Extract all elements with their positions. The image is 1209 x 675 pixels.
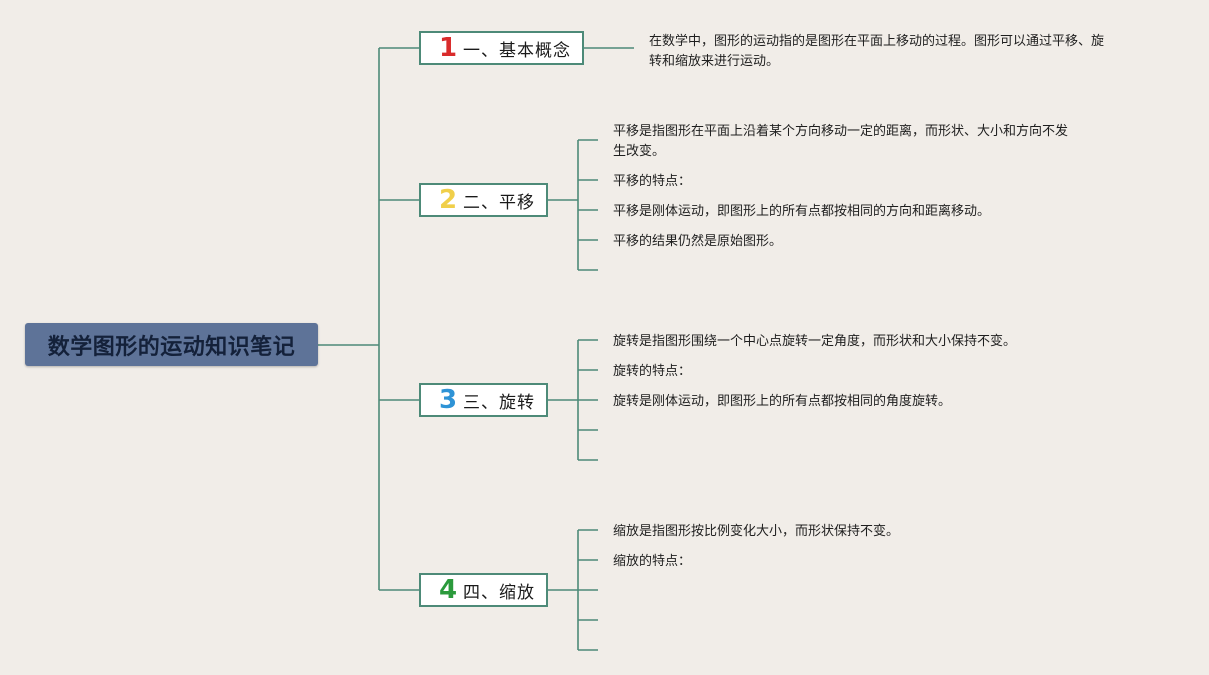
number-1-badge: 1 [438,33,458,63]
branch-1-note-1[interactable]: 在数学中，图形的运动指的是图形在平面上移动的过程。图形可以通过平移、旋 转和缩放… [649,34,1105,69]
branch-3-note-2[interactable]: 旋转的特点： [613,364,692,379]
branch-3-topic[interactable]: 3 三、旋转 [419,383,548,417]
branch-2-note-3[interactable]: 平移是刚体运动，即图形上的所有点都按相同的方向和距离移动。 [613,204,991,219]
branch-3-bracket [548,339,598,461]
number-2-badge: 2 [438,185,458,215]
branch-3-label: 三、旋转 [463,392,535,413]
branch-4-bracket [548,529,598,651]
branch-4-note-1[interactable]: 缩放是指图形按比例变化大小，而形状保持不变。 [613,524,900,539]
branch-1-label: 一、基本概念 [463,40,571,61]
branch-4-label: 四、缩放 [463,582,535,603]
number-3-badge: 3 [438,385,458,415]
root-topic[interactable]: 数学图形的运动知识笔记 [25,323,318,366]
branch-2-note-2[interactable]: 平移的特点： [613,174,692,189]
branch-2-label: 二、平移 [463,192,535,213]
branch-2-bracket [548,139,598,271]
branch-3-note-3[interactable]: 旋转是刚体运动，即图形上的所有点都按相同的角度旋转。 [613,394,952,409]
number-4-badge: 4 [438,575,458,605]
branch-4-note-2[interactable]: 缩放的特点： [613,554,692,569]
branch-2-note-1[interactable]: 平移是指图形在平面上沿着某个方向移动一定的距离，而形状、大小和方向不发 生改变。 [613,124,1069,159]
branch-2-note-4[interactable]: 平移的结果仍然是原始图形。 [613,234,783,249]
branch-1-topic[interactable]: 1 一、基本概念 [419,31,584,65]
branch-2-topic[interactable]: 2 二、平移 [419,183,548,217]
branch-3-note-1[interactable]: 旋转是指图形围绕一个中心点旋转一定角度，而形状和大小保持不变。 [613,334,1017,349]
branch-4-topic[interactable]: 4 四、缩放 [419,573,548,607]
